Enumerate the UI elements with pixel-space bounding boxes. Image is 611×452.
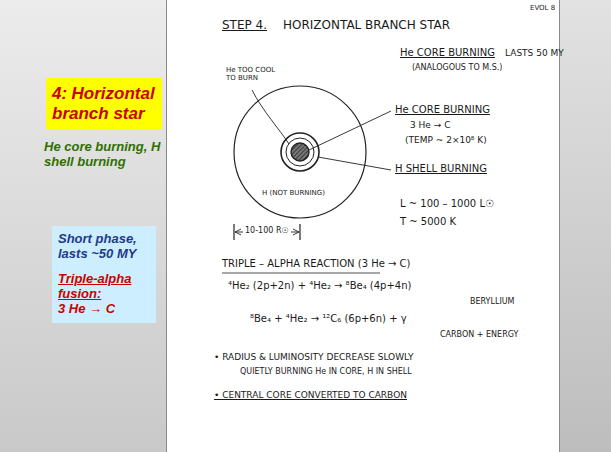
- note-text: LASTS 50 MY: [505, 48, 564, 58]
- note-text: He TOO COOL TO BURN: [226, 66, 278, 82]
- note-text: H SHELL BURNING: [395, 163, 487, 175]
- note-text: ⁴He₂ (2p+2n) + ⁴He₂ → ⁸Be₄ (4p+4n): [228, 280, 411, 292]
- note-text: HORIZONTAL BRANCH STAR: [283, 19, 450, 33]
- side-panel: [560, 0, 611, 452]
- note-text: EVOL 8: [530, 4, 555, 12]
- note-text: 10-100 R☉: [243, 226, 291, 235]
- note-text: He CORE BURNING: [395, 104, 490, 116]
- note-text: (ANALOGOUS TO M.S.): [412, 63, 502, 72]
- note-text: ⁸Be₄ + ⁴He₂ → ¹²C₆ (6p+6n) + γ: [250, 313, 407, 325]
- note-text: QUIETLY BURNING He IN CORE, H IN SHELL: [240, 367, 412, 376]
- note-text: 3 He → C: [410, 120, 450, 130]
- note-text: He CORE BURNING: [400, 47, 495, 59]
- note-text: H (NOT BURNING): [262, 189, 325, 197]
- note-text: • CENTRAL CORE CONVERTED TO CARBON: [214, 390, 407, 400]
- box-text: Short phase, lasts ~50 MY: [58, 232, 150, 262]
- box-text: 4:: [52, 84, 67, 103]
- title-box: 4: Horizontal branch star: [46, 78, 162, 129]
- info-box: Short phase, lasts ~50 MY Triple-alpha fu…: [52, 226, 156, 323]
- box-text: Horizontal branch star: [52, 84, 155, 123]
- summary-text: He core burning, H shell burning: [44, 140, 162, 170]
- note-text: (TEMP ~ 2×10⁸ K): [405, 135, 487, 145]
- box-text: 3 He → C: [58, 302, 150, 317]
- note-text: TRIPLE – ALPHA REACTION (3 He → C): [222, 258, 411, 270]
- note-text: • RADIUS & LUMINOSITY DECREASE SLOWLY: [214, 352, 413, 362]
- note-text: CARBON + ENERGY: [440, 330, 518, 339]
- note-text: STEP 4.: [222, 19, 267, 33]
- note-text: BERYLLIUM: [470, 297, 515, 306]
- note-text: L ~ 100 – 1000 L☉: [400, 198, 494, 210]
- box-text: Triple-alpha fusion:: [58, 272, 150, 302]
- note-text: T ~ 5000 K: [400, 216, 456, 228]
